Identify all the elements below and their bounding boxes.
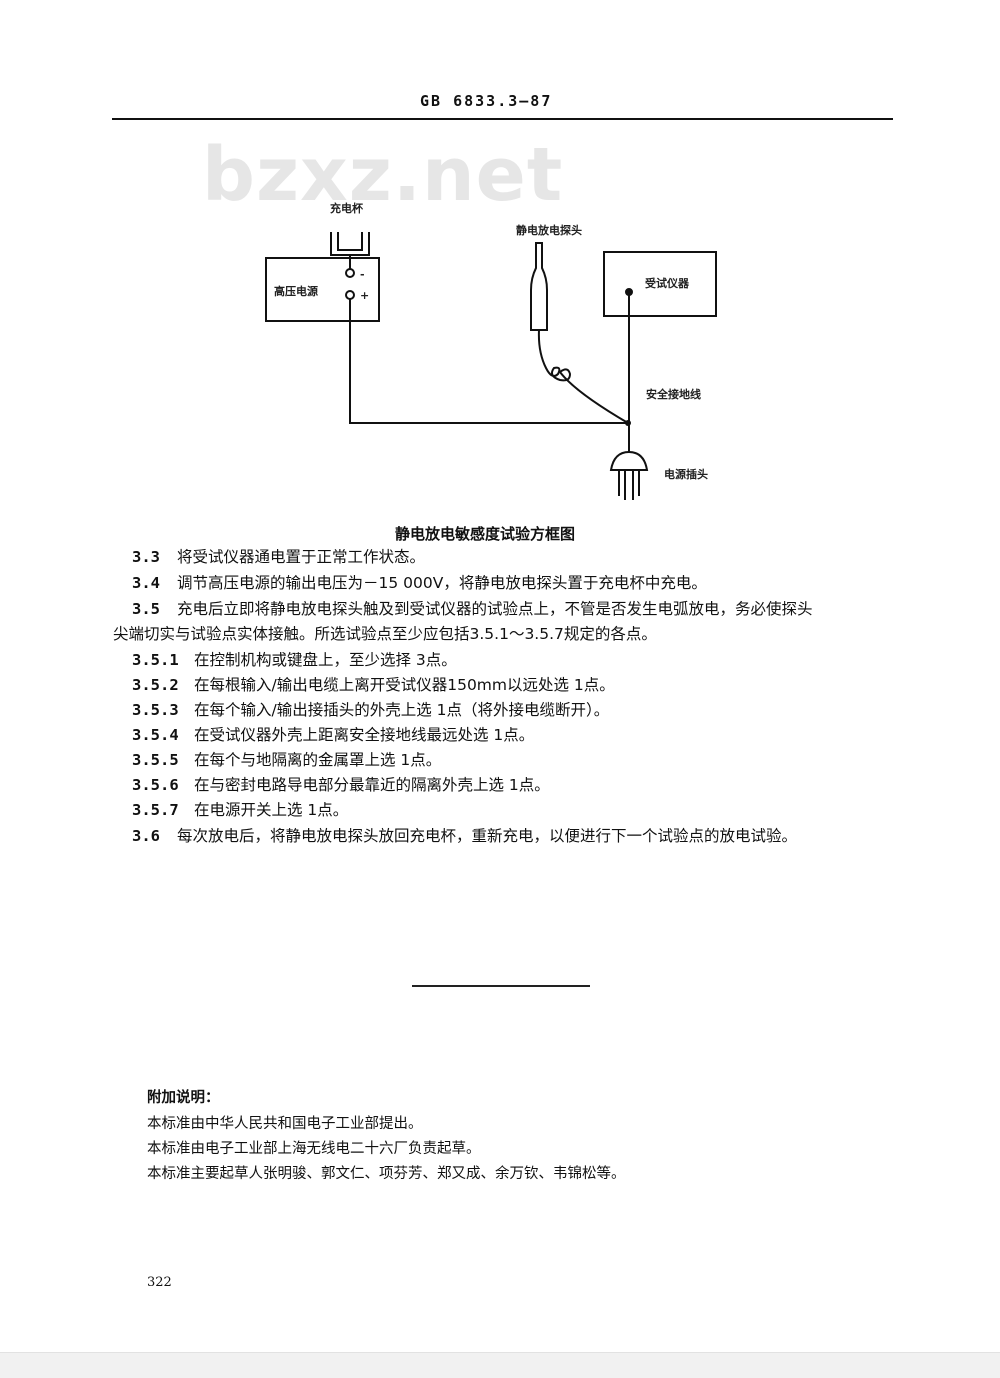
clause-text: 在控制机构或键盘上，至少选择 3点。 <box>194 651 457 669</box>
clause-3-6: 3.6 每次放电后，将静电放电探头放回充电杯，重新充电，以便进行下一个试验点的放电… <box>132 824 797 849</box>
clause-number: 3.5 <box>132 600 160 618</box>
charging-cup-icon <box>330 232 370 256</box>
watermark: bzxz.net <box>202 132 564 218</box>
clause-text: 在每根输入/输出电缆上离开受试仪器150mm以远处选 1点。 <box>194 676 615 694</box>
cup-label: 充电杯 <box>330 201 364 215</box>
clause-3-5-7: 3.5.7 在电源开关上选 1点。 <box>132 798 348 823</box>
clause-3-3: 3.3 将受试仪器通电置于正常工作状态。 <box>132 545 425 570</box>
note-line: 本标准主要起草人张明骏、郭文仁、项芬芳、郑又成、余万钦、韦锦松等。 <box>147 1166 626 1182</box>
plus-label: + <box>360 289 369 302</box>
clause-text: 将受试仪器通电置于正常工作状态。 <box>177 548 426 566</box>
terminal-plus <box>345 290 355 300</box>
standard-code: GB 6833.3—87 <box>420 92 553 110</box>
minus-label: - <box>360 268 365 281</box>
clause-3-5-2: 3.5.2 在每根输入/输出电缆上离开受试仪器150mm以远处选 1点。 <box>132 673 615 698</box>
clause-3-5-3: 3.5.3 在每个输入/输出接插头的外壳上选 1点（将外接电缆断开）。 <box>132 698 609 723</box>
diagram-caption: 静电放电敏感度试验方框图 <box>395 525 576 543</box>
clause-number: 3.3 <box>132 548 160 566</box>
clause-text: 调节高压电源的输出电压为－15 000V，将静电放电探头置于充电杯中充电。 <box>177 574 707 592</box>
note-line: 本标准由中华人民共和国电子工业部提出。 <box>147 1116 423 1132</box>
clause-3-4: 3.4 调节高压电源的输出电压为－15 000V，将静电放电探头置于充电杯中充电。 <box>132 571 707 596</box>
clause-text: 在受试仪器外壳上距离安全接地线最远处选 1点。 <box>194 726 535 744</box>
plug-label: 电源插头 <box>664 467 708 481</box>
clause-3-5-4: 3.5.4 在受试仪器外壳上距离安全接地线最远处选 1点。 <box>132 723 534 748</box>
terminal-minus <box>345 268 355 278</box>
clause-number: 3.5.1 <box>132 651 179 669</box>
hv-label: 高压电源 <box>274 284 318 298</box>
hv-ground-wire <box>349 299 628 424</box>
clause-number: 3.5.2 <box>132 676 179 694</box>
clause-number: 3.5.3 <box>132 701 179 719</box>
clause-text: 在电源开关上选 1点。 <box>194 801 349 819</box>
clause-number: 3.6 <box>132 827 160 845</box>
probe-label: 静电放电探头 <box>516 223 582 237</box>
clause-text: 每次放电后，将静电放电探头放回充电杯，重新充电，以便进行下一个试验点的放电试验。 <box>177 827 798 845</box>
clause-text: 在与密封电路导电部分最靠近的隔离外壳上选 1点。 <box>194 776 550 794</box>
ground-label: 安全接地线 <box>646 387 701 401</box>
end-rule <box>412 985 590 987</box>
clause-number: 3.5.4 <box>132 726 179 744</box>
test-setup-diagram: 充电杯 高压电源 - + 静电放电探头 受试仪器 安全接地线 电源插头 <box>265 201 717 500</box>
device-box <box>603 251 717 317</box>
device-label: 受试仪器 <box>645 276 690 290</box>
clause-3-5-6: 3.5.6 在与密封电路导电部分最靠近的隔离外壳上选 1点。 <box>132 773 550 798</box>
clause-3-5: 3.5 充电后立即将静电放电探头触及到受试仪器的试验点上，不管是否发生电弧放电，务… <box>132 597 813 622</box>
clause-number: 3.5.6 <box>132 776 179 794</box>
clause-number: 3.5.5 <box>132 751 179 769</box>
header-rule <box>112 118 893 120</box>
hv-supply-box <box>265 257 380 322</box>
viewer-bottom-band <box>0 1352 1000 1378</box>
clause-text: 在每个与地隔离的金属罩上选 1点。 <box>194 751 442 769</box>
probe-cable <box>537 329 629 424</box>
clause-3-5-5: 3.5.5 在每个与地隔离的金属罩上选 1点。 <box>132 748 441 773</box>
clause-3-5-continuation: 尖端切实与试验点实体接触。所选试验点至少应包括3.5.1～3.5.7规定的各点。 <box>113 625 657 643</box>
esd-probe-icon <box>530 242 548 331</box>
page-number: 322 <box>147 1275 172 1290</box>
clause-number: 3.4 <box>132 574 160 592</box>
note-line: 本标准由电子工业部上海无线电二十六厂负责起草。 <box>147 1141 481 1157</box>
power-plug-icon <box>609 450 649 471</box>
clause-3-5-1: 3.5.1 在控制机构或键盘上，至少选择 3点。 <box>132 648 457 673</box>
clause-number: 3.5.7 <box>132 801 179 819</box>
clause-text: 充电后立即将静电放电探头触及到受试仪器的试验点上，不管是否发生电弧放电，务必使探… <box>177 600 813 618</box>
clause-text: 在每个输入/输出接插头的外壳上选 1点（将外接电缆断开）。 <box>194 701 610 719</box>
notes-title: 附加说明： <box>147 1090 220 1106</box>
